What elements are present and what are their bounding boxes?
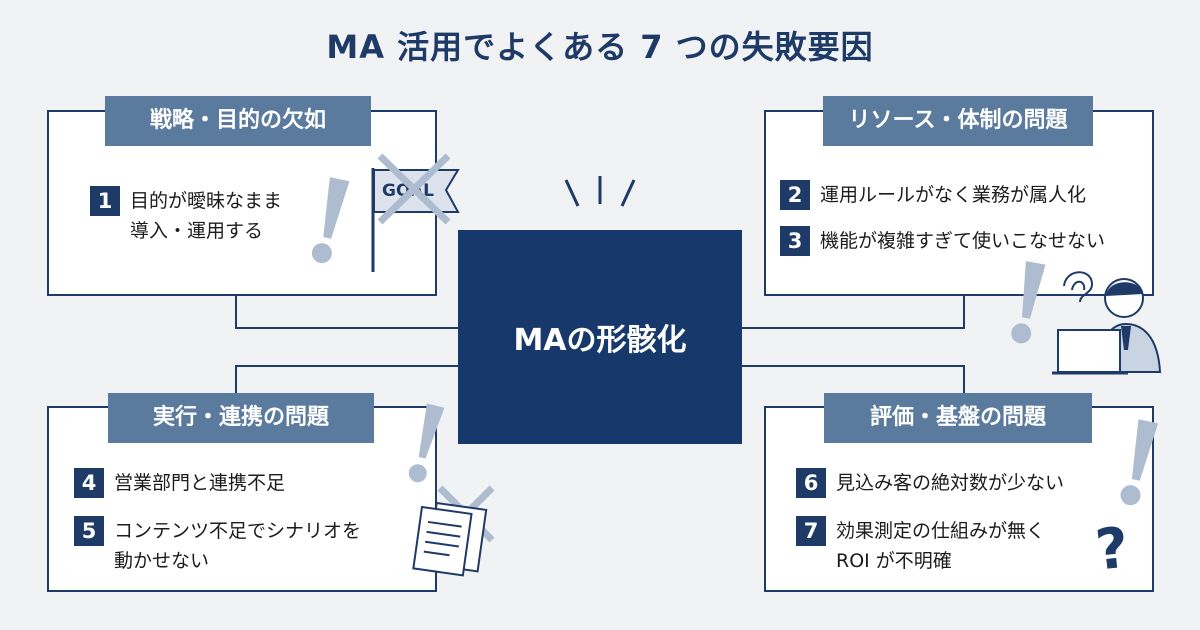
item-number: 5 <box>74 516 104 546</box>
list-item: 2 運用ルールがなく業務が属人化 <box>780 180 1086 210</box>
category-label-evaluation: 評価・基盤の問題 <box>824 393 1092 443</box>
item-text: 目的が曖昧なまま 導入・運用する <box>130 190 283 242</box>
center-node: MAの形骸化 <box>458 230 742 444</box>
center-label: MAの形骸化 <box>513 323 687 358</box>
list-item: 3 機能が複雑すぎて使いこなせない <box>780 226 1105 256</box>
list-item: 6 見込み客の絶対数が少ない <box>796 468 1064 498</box>
emphasis-stroke <box>620 179 636 207</box>
list-item: 1 目的が曖昧なまま 導入・運用する <box>90 186 282 246</box>
list-item: 5 コンテンツ不足でシナリオを 動かせない <box>74 516 361 576</box>
item-number: 6 <box>796 468 826 498</box>
list-item: 4 営業部門と連携不足 <box>74 468 285 498</box>
item-number: 3 <box>780 226 810 256</box>
category-label-execution: 実行・連携の問題 <box>108 393 374 443</box>
item-text: 営業部門と連携不足 <box>114 472 286 494</box>
item-number: 2 <box>780 180 810 210</box>
item-text: 機能が複雑すぎて使いこなせない <box>820 230 1106 252</box>
item-text: 見込み客の絶対数が少ない <box>836 472 1065 494</box>
item-number: 1 <box>90 186 120 216</box>
diagram-title: MA 活用でよくある 7 つの失敗要因 <box>326 28 874 66</box>
category-label-resources: リソース・体制の問題 <box>823 96 1093 146</box>
category-label-strategy: 戦略・目的の欠如 <box>105 96 371 146</box>
item-text: 運用ルールがなく業務が属人化 <box>820 184 1087 206</box>
item-number: 4 <box>74 468 104 498</box>
item-text: コンテンツ不足でシナリオを 動かせない <box>114 520 362 572</box>
item-text: 効果測定の仕組みが無く ROI が不明確 <box>836 520 1046 572</box>
item-number: 7 <box>796 516 826 546</box>
list-item: 7 効果測定の仕組みが無く ROI が不明確 <box>796 516 1045 576</box>
emphasis-stroke <box>564 179 580 207</box>
